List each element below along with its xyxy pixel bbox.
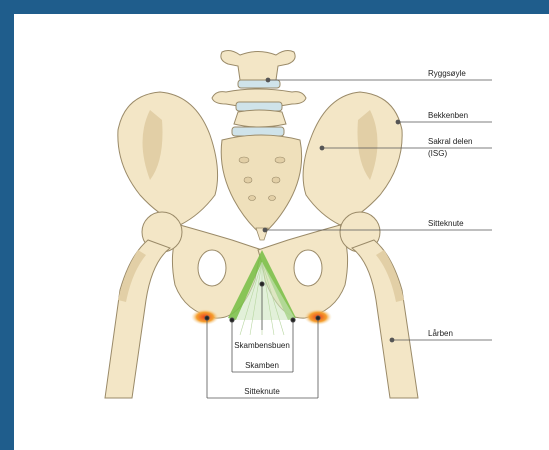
left-femur xyxy=(105,212,182,398)
label-pelvis: Bekkenben xyxy=(428,111,468,120)
left-iliac xyxy=(118,92,218,225)
disc-1 xyxy=(238,80,280,88)
vertebra-3 xyxy=(234,110,286,127)
label-sit-bone-right: Sitteknute xyxy=(428,219,464,228)
label-sit-bone-bottom: Sitteknute xyxy=(244,387,280,396)
spine xyxy=(212,51,306,136)
label-pubic-arch: Skambensbuen xyxy=(234,341,290,350)
right-femur xyxy=(340,212,418,398)
label-spine: Ryggsøyle xyxy=(428,69,466,78)
right-iliac xyxy=(303,92,402,225)
sacrum xyxy=(221,135,301,240)
label-pubic-bone: Skamben xyxy=(245,361,279,370)
label-sacrum: Sakral delen xyxy=(428,137,472,146)
label-sacrum-isg: (ISG) xyxy=(428,149,447,158)
label-femur: Lårben xyxy=(428,329,453,338)
vertebra-top xyxy=(221,51,295,83)
